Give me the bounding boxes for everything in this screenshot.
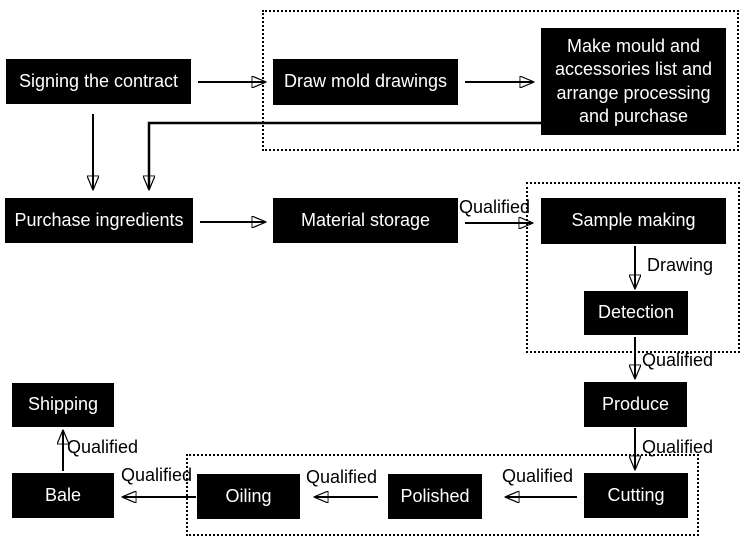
edge-label-sample-to-detection: Drawing — [647, 255, 714, 275]
group-finishing-dotted-box — [186, 454, 699, 536]
node-make-mould-accessories-list: Make mould and accessories list and arra… — [541, 28, 726, 135]
arrow-make-to-purchase-elbow — [149, 121, 541, 189]
edge-label-produce-to-cutting: Qualified — [642, 437, 714, 457]
edge-label-material-to-sample: Qualified — [459, 197, 531, 217]
edge-label-detection-to-produce: Qualified — [642, 350, 714, 370]
node-material-storage: Material storage — [273, 198, 458, 243]
node-bale: Bale — [12, 473, 114, 518]
edge-label-oiling-to-bale: Qualified — [121, 465, 193, 485]
node-cutting: Cutting — [584, 473, 688, 518]
edge-label-cutting-to-polished: Qualified — [502, 466, 574, 486]
node-signing-the-contract: Signing the contract — [6, 59, 191, 104]
node-purchase-ingredients: Purchase ingredients — [5, 198, 193, 243]
node-sample-making: Sample making — [541, 198, 726, 244]
node-shipping: Shipping — [12, 383, 114, 427]
node-polished: Polished — [388, 474, 482, 519]
node-oiling: Oiling — [197, 474, 300, 519]
edge-label-polished-to-oiling: Qualified — [306, 467, 378, 487]
node-produce: Produce — [584, 382, 687, 427]
node-draw-mold-drawings: Draw mold drawings — [273, 59, 458, 105]
edge-label-bale-to-shipping: Qualified — [67, 437, 139, 457]
group-sampling-dotted-box — [526, 182, 740, 353]
node-detection: Detection — [584, 291, 688, 335]
